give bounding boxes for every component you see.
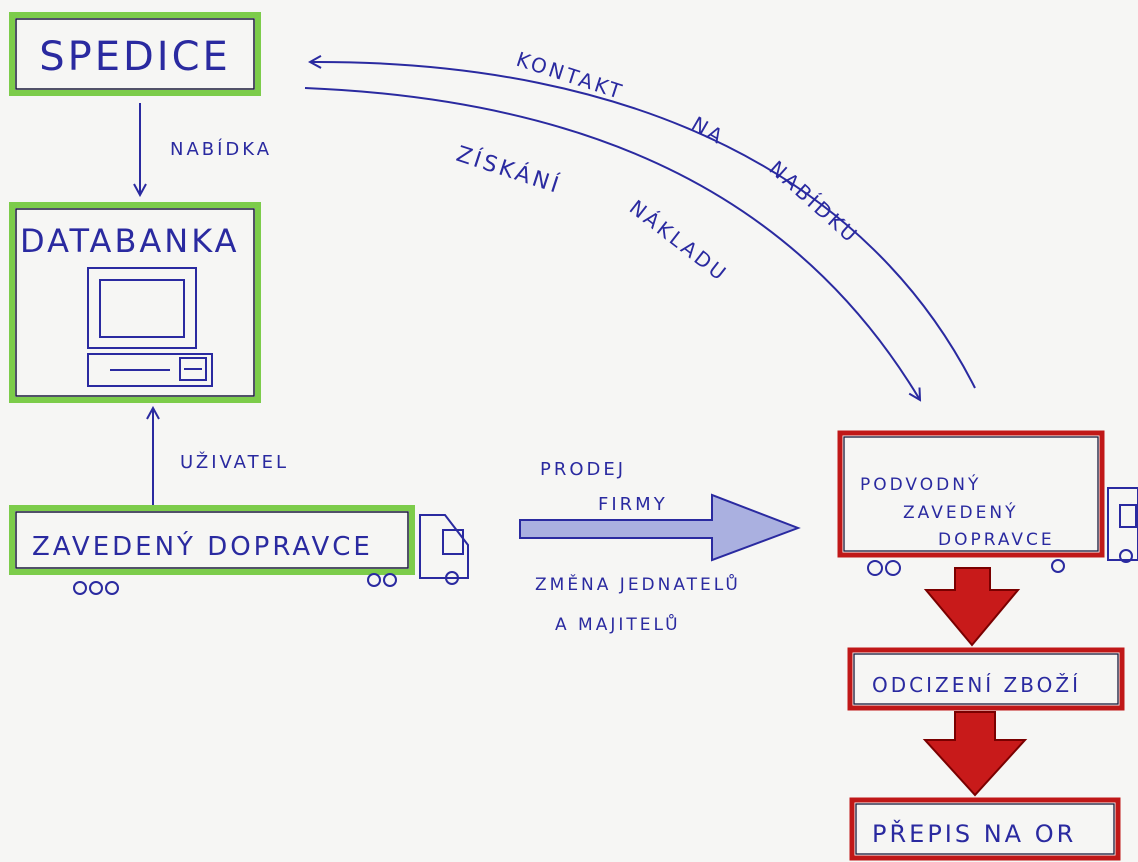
prepis-node: PŘEPIS NA OR bbox=[849, 797, 1121, 861]
odcizeni-label: ODCIZENÍ ZBOŽÍ bbox=[872, 673, 1081, 697]
truck-icon bbox=[867, 487, 1138, 576]
uzivatel-edge: UŽIVATEL bbox=[153, 408, 289, 505]
podvodny-line3: DOPRAVCE bbox=[938, 530, 1055, 550]
databanka-label: DATABANKA bbox=[20, 222, 240, 260]
prodej-edge: PRODEJ FIRMY ZMĚNA JEDNATELŮ A MAJITELŮ bbox=[519, 459, 801, 635]
zmena-line1: ZMĚNA JEDNATELŮ bbox=[535, 573, 741, 595]
nabidka-edge: NABÍDKA bbox=[140, 103, 272, 195]
zavedeny-dopravce-label: ZAVEDENÝ DOPRAVCE bbox=[32, 530, 373, 562]
odcizeni-node: ODCIZENÍ ZBOŽÍ bbox=[847, 647, 1125, 711]
zavedeny-dopravce-node: ZAVEDENÝ DOPRAVCE bbox=[9, 505, 469, 595]
firmy-label: FIRMY bbox=[598, 494, 668, 515]
databanka-node: DATABANKA bbox=[9, 202, 261, 403]
ziskani-edge: ZÍSKÁNÍ NÁKLADU bbox=[304, 87, 920, 400]
nabidka-label: NABÍDKA bbox=[170, 138, 272, 160]
ziskani-label: ZÍSKÁNÍ bbox=[453, 141, 564, 199]
red-arrow-2 bbox=[922, 711, 1028, 797]
podvodny-line1: PODVODNÝ bbox=[860, 473, 981, 495]
kontakt-label: KONTAKT bbox=[513, 47, 627, 104]
podvodny-dopravce-node: PODVODNÝ ZAVEDENÝ DOPRAVCE bbox=[837, 430, 1138, 576]
prepis-label: PŘEPIS NA OR bbox=[872, 819, 1076, 848]
computer-icon bbox=[87, 267, 213, 387]
podvodny-line2: ZAVEDENÝ bbox=[903, 501, 1019, 523]
red-arrow-1 bbox=[923, 567, 1021, 647]
nabidku-label: NABÍDKU bbox=[765, 156, 864, 249]
nakladu-label: NÁKLADU bbox=[625, 195, 733, 287]
spedice-node: SPEDICE bbox=[9, 12, 261, 96]
truck-icon bbox=[73, 514, 469, 595]
prodej-label: PRODEJ bbox=[540, 459, 626, 480]
spedice-label: SPEDICE bbox=[39, 34, 231, 80]
zmena-line2: A MAJITELŮ bbox=[555, 613, 681, 635]
uzivatel-label: UŽIVATEL bbox=[180, 451, 289, 473]
